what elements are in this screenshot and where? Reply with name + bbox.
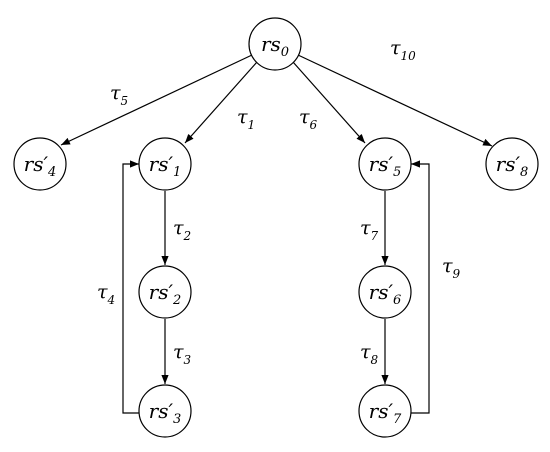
edge-rs7p-rs5p-loop: [409, 160, 430, 414]
node-rs6p: rs′6: [358, 265, 412, 319]
svg-text:τ3: τ3: [173, 341, 192, 367]
svg-text:rs′1: rs′1: [149, 152, 182, 180]
svg-text:rs′2: rs′2: [149, 280, 182, 308]
svg-text:τ2: τ2: [173, 217, 191, 243]
edge-label-t9: τ9: [442, 255, 461, 281]
svg-text:τ5: τ5: [110, 82, 128, 108]
svg-text:rs′8: rs′8: [496, 152, 529, 180]
svg-text:rs′4: rs′4: [24, 152, 57, 180]
edge-rs0-rs1p: [184, 61, 258, 144]
edge-rs0-rs5p: [292, 61, 366, 144]
edge-label-t2: τ2: [173, 217, 191, 243]
svg-text:rs0: rs0: [261, 32, 289, 60]
edge-label-t6: τ6: [299, 106, 318, 132]
svg-text:τ1: τ1: [237, 106, 255, 132]
edge-rs0-rs4p: [60, 54, 253, 146]
svg-text:τ10: τ10: [390, 37, 416, 63]
node-rs7p: rs′7: [358, 384, 412, 438]
edge-label-t10: τ10: [390, 37, 416, 63]
svg-text:τ8: τ8: [360, 341, 379, 367]
svg-text:rs′7: rs′7: [369, 399, 402, 427]
edge-label-t4: τ4: [97, 281, 115, 307]
edge-label-t1: τ1: [237, 106, 255, 132]
svg-text:rs′3: rs′3: [149, 399, 182, 427]
edge-rs0-rs8p: [297, 54, 493, 147]
svg-text:rs′6: rs′6: [369, 280, 402, 308]
node-rs0: rs0: [248, 17, 302, 71]
edge-label-t5: τ5: [110, 82, 128, 108]
edge-rs3p-rs1p-loop: [122, 160, 141, 414]
node-rs5p: rs′5: [358, 137, 412, 191]
svg-text:τ7: τ7: [360, 217, 379, 243]
svg-text:τ9: τ9: [442, 255, 461, 281]
node-rs2p: rs′2: [138, 265, 192, 319]
node-rs8p: rs′8: [485, 137, 539, 191]
edge-label-t7: τ7: [360, 217, 379, 243]
node-rs3p: rs′3: [138, 384, 192, 438]
node-rs1p: rs′1: [138, 137, 192, 191]
node-rs4p: rs′4: [13, 137, 67, 191]
svg-text:rs′5: rs′5: [369, 152, 402, 180]
edge-label-t3: τ3: [173, 341, 192, 367]
edge-label-t8: τ8: [360, 341, 379, 367]
svg-text:τ4: τ4: [97, 281, 115, 307]
svg-text:τ6: τ6: [299, 106, 318, 132]
